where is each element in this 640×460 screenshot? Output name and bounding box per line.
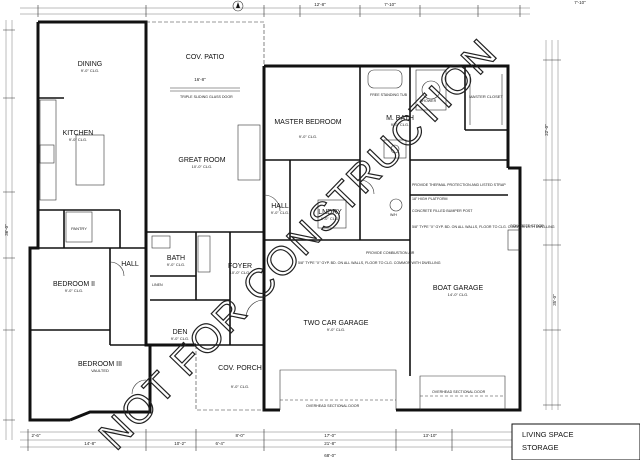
room-foyer: FOYER (228, 263, 252, 270)
room-labels: DINING 9'-0" CLG. COV. PATIO KITCHEN 9'-… (53, 54, 503, 389)
dim-garage-width: 17'-0" (324, 433, 336, 438)
room-cov-porch: COV. PORCH (218, 365, 262, 372)
dim-patio-width: 16'-8" (194, 77, 206, 82)
room-dining: DINING (78, 61, 103, 68)
room-den-ceiling: 9'-0" CLG. (171, 336, 189, 341)
legend-storage: STORAGE (522, 443, 559, 452)
room-boat-garage: BOAT GARAGE (433, 285, 484, 292)
watermark-text: NOT FOR CONSTRUCTION (91, 30, 507, 458)
garage-wall-note: 5/8" TYPE "X" GYP. BD. ON ALL WALLS, FLO… (298, 261, 441, 265)
water-heater-label: W/H (390, 213, 397, 217)
bumper-post-note: CONCRETE FILLED BUMPER POST (412, 209, 473, 213)
boat-door-note: OVERHEAD SECTIONAL DOOR (432, 390, 486, 394)
interior-walls (30, 66, 508, 376)
room-cov-porch-ceiling: 9'-0" CLG. (231, 384, 249, 389)
room-great-room-ceiling: 10'-0" CLG. (192, 164, 213, 169)
thermal-note: PROVIDE THERMAL PROTECTION AND LISTED ST… (412, 183, 506, 187)
legend-living-space: LIVING SPACE (522, 430, 574, 439)
room-kitchen: KITCHEN (63, 130, 94, 137)
dim-small-2: 14'-8" (84, 441, 96, 446)
dim-top-3: 7'-10" (574, 0, 586, 5)
room-boat-garage-ceiling: 14'-0" CLG. (448, 292, 469, 297)
room-great-room: GREAT ROOM (178, 157, 225, 164)
room-bedroom-3-ceiling: VAULTED (91, 368, 109, 373)
dim-left-total: 36'-0" (4, 224, 9, 236)
room-master-bedroom: MASTER BEDROOM (274, 119, 341, 126)
dim-boat-width: 13'-10" (423, 433, 437, 438)
room-m-bath: M. BATH (386, 115, 414, 122)
room-two-car-garage-ceiling: 9'-0" CLG. (327, 327, 345, 332)
plan-notes: FREE STANDING TUB SHOWER LINEN W/H CONCR… (152, 93, 555, 408)
room-bedroom-2-ceiling: 9'-0" CLG. (65, 288, 83, 293)
dim-porch-width: 8'-0" (236, 433, 245, 438)
room-m-bath-ceiling: 9'-0" CLG. (391, 122, 409, 127)
room-bath-ceiling: 9'-0" CLG. (167, 262, 185, 267)
room-master-bedroom-ceiling: 9'-0" CLG. (299, 134, 317, 139)
room-pantry: PANTRY (71, 226, 87, 231)
room-den: DEN (173, 329, 188, 336)
room-dining-ceiling: 9'-0" CLG. (81, 68, 99, 73)
combustion-air-note: PROVIDE COMBUSTION AIR (366, 251, 415, 255)
dim-top-2: 7'-10" (384, 2, 396, 7)
room-hall-lower: HALL (121, 261, 139, 268)
dim-top-1: 12'-8" (314, 2, 326, 7)
boat-wall-note: 5/8" TYPE "X" GYP. BD. ON ALL WALLS, FLO… (412, 225, 555, 229)
dim-small-1: 2'-6" (32, 433, 41, 438)
dim-bottom-total: 68'-0" (324, 453, 336, 458)
room-cov-patio: COV. PATIO (186, 54, 225, 61)
garage-door-note: OVERHEAD SECTIONAL DOOR (306, 404, 360, 408)
room-kitchen-ceiling: 9'-0" CLG. (69, 137, 87, 142)
room-two-car-garage: TWO CAR GARAGE (304, 320, 369, 327)
dimension-lines (3, 5, 561, 451)
room-laundry-ceiling: 9'-0" CLG. (321, 216, 339, 221)
tub-label: FREE STANDING TUB (370, 93, 408, 97)
shower-label: SHOWER (420, 99, 437, 103)
dim-small-3: 10'-2" (174, 441, 186, 446)
room-hall-upper-ceiling: 9'-0" CLG. (271, 210, 289, 215)
linen-label: LINEN (152, 283, 163, 287)
dim-garage-depth: 22'-0" (544, 124, 549, 136)
dim-small-4: 6'-4" (216, 441, 225, 446)
dimension-labels: 12'-8" 7'-10" 7'-10" 16'-8" 68'-0" 8'-0"… (4, 0, 586, 458)
room-bedroom-3: BEDROOM III (78, 361, 122, 368)
room-hall-upper: HALL (271, 203, 289, 210)
room-foyer-ceiling: 10'-0" CLG. (230, 270, 251, 275)
room-bedroom-2: BEDROOM II (53, 281, 95, 288)
platform-note: 18" HIGH PLATFORM (412, 197, 448, 201)
legend: LIVING SPACE STORAGE (511, 423, 640, 460)
room-master-closet: MASTER CLOSET (469, 94, 503, 99)
room-bath: BATH (167, 255, 185, 262)
concrete-stoop-label: CONCRETE STOOP (510, 224, 544, 228)
fixtures (39, 0, 521, 401)
dim-boat-depth: 35'-0" (552, 294, 557, 306)
sliding-door-note: TRIPLE SLIDING GLASS DOOR (180, 95, 233, 99)
dim-small-5: 21'-8" (324, 441, 336, 446)
room-laundry: LNDRY (318, 209, 342, 216)
